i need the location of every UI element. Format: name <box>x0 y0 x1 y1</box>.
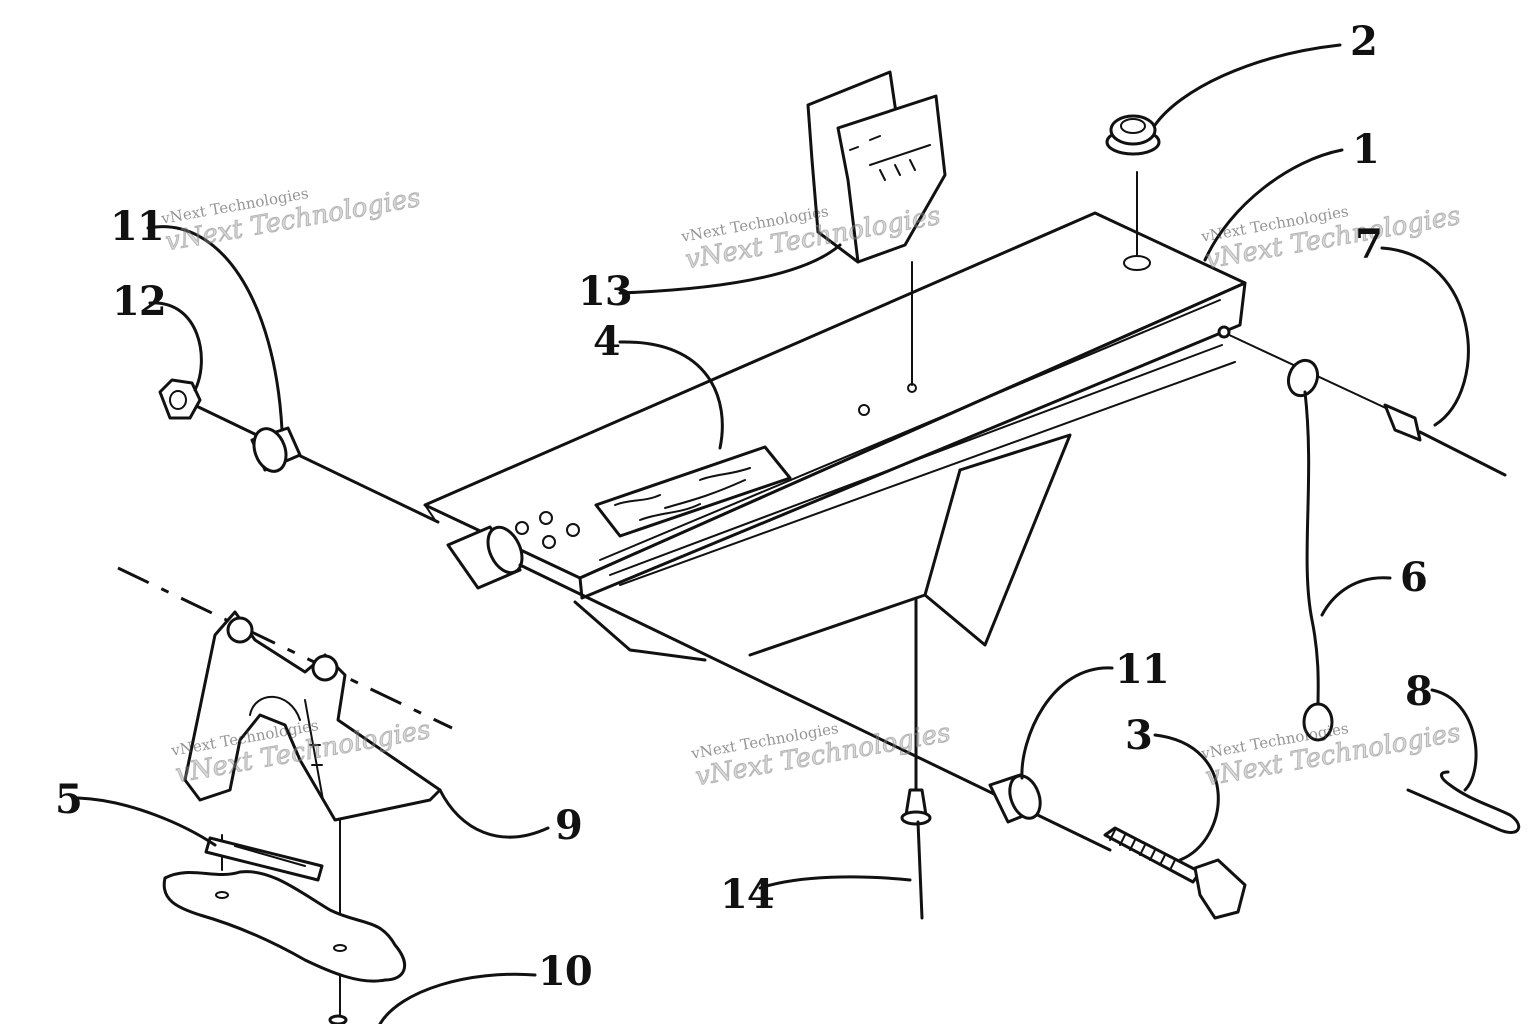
callout-1: 1 <box>1352 126 1380 173</box>
hair-pin-clip <box>1406 770 1521 834</box>
callout-13: 13 <box>578 268 633 315</box>
callout-7: 7 <box>1355 221 1383 268</box>
lower-bracket <box>573 433 1072 662</box>
callout-11-upper: 11 <box>110 203 165 250</box>
leader-lines <box>76 43 1478 1024</box>
bolt <box>1103 826 1247 920</box>
grommet <box>1105 114 1161 256</box>
callout-10: 10 <box>538 948 593 995</box>
bushing-lower <box>988 773 1042 824</box>
pin-and-tether <box>1217 325 1507 742</box>
callout-3: 3 <box>1125 712 1153 759</box>
callout-2: 2 <box>1350 18 1378 65</box>
callout-14: 14 <box>720 871 775 918</box>
decal <box>594 445 792 538</box>
base-plate <box>423 211 1247 600</box>
callout-5: 5 <box>55 776 83 823</box>
strap <box>204 836 324 882</box>
bushing-upper <box>250 426 302 473</box>
callout-11-lower: 11 <box>1115 646 1170 693</box>
callout-9: 9 <box>555 802 583 849</box>
pouch <box>806 70 947 386</box>
callout-6: 6 <box>1400 554 1428 601</box>
mounting-surface <box>162 870 407 1024</box>
callout-12: 12 <box>112 278 167 325</box>
nut <box>158 378 202 420</box>
rivet <box>900 598 932 920</box>
pivot-tube <box>446 525 524 590</box>
hinge-bracket <box>117 566 453 1024</box>
callout-8: 8 <box>1405 668 1433 715</box>
callout-4: 4 <box>593 318 621 365</box>
